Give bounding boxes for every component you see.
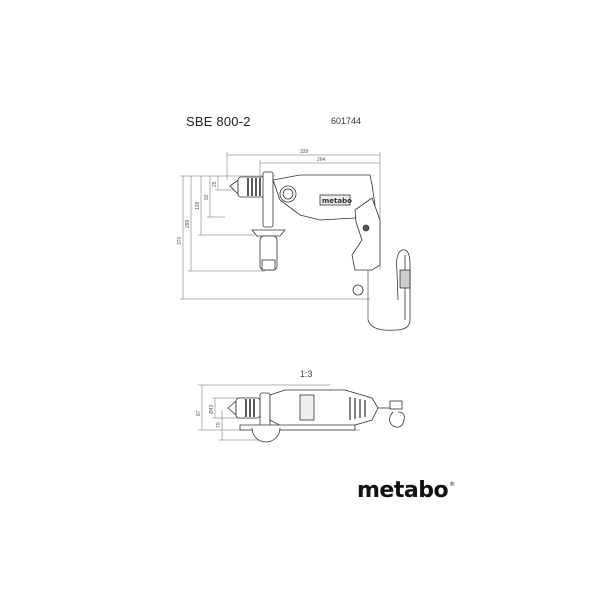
- dim-label-264: 264: [317, 157, 326, 163]
- dim-label-370: 370: [177, 236, 183, 245]
- handle-knob-top: [251, 427, 281, 443]
- power-cord: [367, 249, 411, 331]
- dim-label-43: Ø43: [209, 404, 215, 414]
- drill-side-view: metabo: [229, 171, 411, 331]
- drill-grip: [351, 197, 381, 271]
- body-logo: metabo: [322, 197, 352, 205]
- drill-top-view: [227, 389, 405, 443]
- dim-label-25: 25: [212, 181, 218, 187]
- model-title: SBE 800-2: [186, 114, 251, 129]
- dim-label-128: 128: [195, 201, 201, 210]
- chuck-top: [235, 397, 261, 419]
- body-logo-plate: [319, 194, 351, 206]
- dim-label-299: 299: [185, 219, 191, 228]
- side-handle-collar: [262, 171, 274, 228]
- cord-top: [389, 411, 405, 428]
- article-number: 601744: [331, 116, 362, 126]
- depth-stop-knob: [352, 284, 364, 296]
- brand-logo: metabo®: [357, 478, 455, 503]
- cord-strain-relief: [399, 269, 411, 289]
- dim-label-70: 70: [216, 422, 222, 428]
- dim-label-92: 92: [204, 194, 210, 200]
- body-top: [269, 389, 379, 429]
- dim-label-339: 339: [300, 149, 309, 155]
- scale-label: 1:3: [300, 369, 313, 379]
- brand-text: metabo: [357, 478, 449, 503]
- registered-mark: ®: [449, 481, 455, 488]
- dim-label-87: 87: [196, 410, 202, 416]
